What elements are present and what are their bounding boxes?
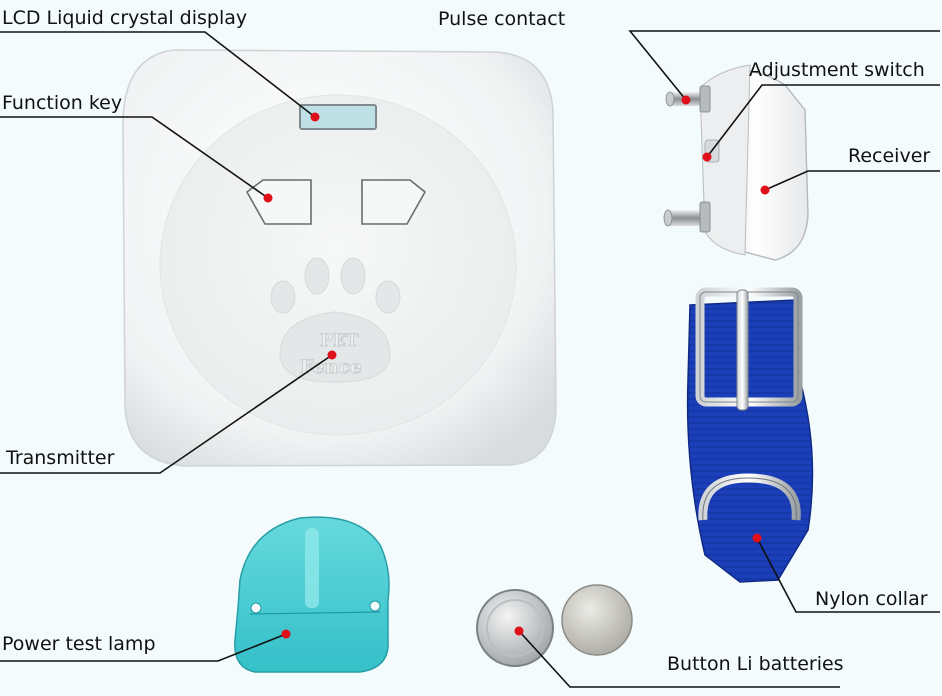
receiver-device [663, 64, 809, 261]
label-receiver: Receiver [848, 145, 931, 167]
collar-d-ring [698, 473, 801, 521]
label-function-key: Function key [2, 92, 123, 114]
power-test-lamp [234, 516, 390, 673]
collar-buckle [695, 287, 803, 411]
label-pulse-contact: Pulse contact [438, 8, 566, 30]
label-nylon-collar: Nylon collar [815, 588, 928, 610]
logo-line1: PET [320, 331, 359, 351]
function-key-left [245, 179, 312, 225]
lcd-screen [299, 104, 377, 130]
leader-lines [0, 30, 940, 688]
button-batteries [476, 584, 633, 667]
logo-line2: Fence [300, 356, 362, 378]
label-transmitter: Transmitter [6, 447, 115, 469]
label-power-test-lamp: Power test lamp [2, 633, 156, 655]
nylon-collar [686, 287, 814, 583]
label-button-batteries: Button Li batteries [667, 653, 844, 675]
paw-logo [270, 257, 401, 383]
transmitter-device: PET Fence [122, 49, 557, 467]
label-lcd: LCD Liquid crystal display [2, 7, 248, 29]
pulse-contact-bottom [663, 201, 711, 233]
label-adjustment-switch: Adjustment switch [749, 59, 925, 81]
marker-dots [263, 95, 770, 639]
function-key-right [361, 179, 427, 225]
